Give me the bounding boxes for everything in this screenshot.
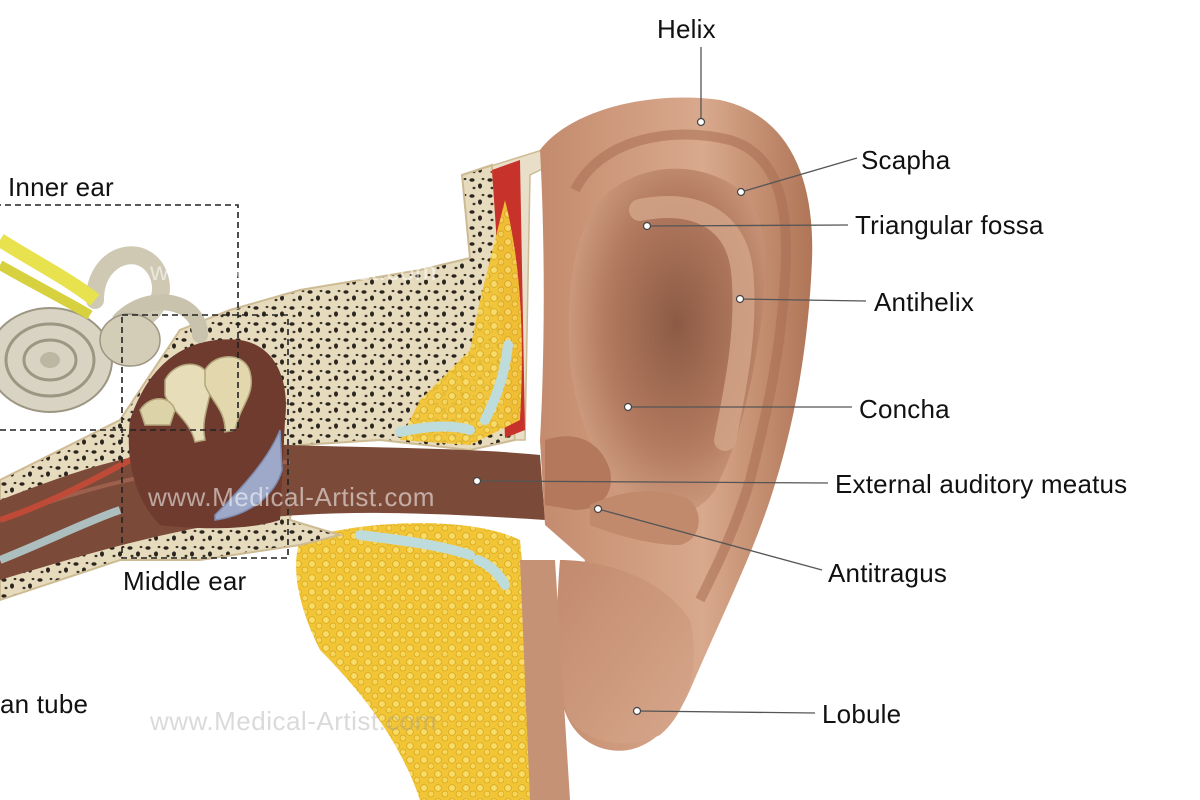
lobule-shape xyxy=(557,560,694,744)
watermark-top: www.Medical-Artist.com xyxy=(150,256,437,286)
leader-dot-helix xyxy=(696,117,706,127)
label-triangular-fossa: Triangular fossa xyxy=(855,210,1044,240)
leader-scapha xyxy=(740,157,858,193)
eardrum xyxy=(214,429,283,521)
leader-antihelix xyxy=(739,298,867,302)
upper-fat-tissue xyxy=(400,200,522,445)
leader-lines xyxy=(476,47,867,714)
leader-dot-external-auditory-meatus xyxy=(472,476,482,486)
label-scapha: Scapha xyxy=(861,145,951,175)
label-concha: Concha xyxy=(859,394,950,424)
watermark-bottom: www.Medical-Artist.com xyxy=(150,706,437,736)
cartilage-strip-1 xyxy=(395,421,475,437)
lower-fat-tissue xyxy=(296,523,545,800)
watermark-middle: www.Medical-Artist.com xyxy=(148,482,435,512)
inner-ear-box xyxy=(0,204,239,431)
eustachian-tube-lining xyxy=(0,506,122,564)
label-antitragus: Antitragus xyxy=(828,558,948,588)
leader-antitragus xyxy=(597,508,823,571)
leader-lobule xyxy=(636,710,816,714)
label-inner-ear: Inner ear xyxy=(8,172,114,202)
label-middle-ear: Middle ear xyxy=(123,566,247,596)
leader-dot-scapha xyxy=(736,187,746,197)
middle-ear-box xyxy=(121,314,289,559)
antihelix-ridge xyxy=(629,196,755,451)
cochlea xyxy=(0,307,113,413)
label-external-auditory-meatus: External auditory meatus xyxy=(835,469,1128,499)
cartilage-strip-4 xyxy=(473,555,510,590)
leader-dot-concha xyxy=(623,402,633,412)
semicircular-canals xyxy=(86,246,208,367)
cartilage-strip-2 xyxy=(480,340,513,425)
auditory-nerve xyxy=(0,234,100,320)
leader-triangular-fossa xyxy=(646,224,849,227)
label-antihelix: Antihelix xyxy=(874,287,975,317)
stapes xyxy=(139,398,176,426)
leader-dots xyxy=(472,117,746,716)
helix-fold xyxy=(570,129,792,603)
leader-dot-antihelix xyxy=(735,294,745,304)
incus xyxy=(204,356,252,433)
leader-external-auditory-meatus xyxy=(476,480,829,484)
label-eustachian-tube: an tube xyxy=(0,689,89,719)
eustachian-tube xyxy=(0,452,142,523)
malleus xyxy=(164,363,212,443)
leader-dot-triangular-fossa xyxy=(642,221,652,231)
antitragus-bump xyxy=(590,490,699,545)
skin-below xyxy=(520,560,570,800)
tragus xyxy=(545,436,611,510)
leader-dot-antitragus xyxy=(593,504,603,514)
label-helix: Helix xyxy=(657,14,716,44)
label-lobule: Lobule xyxy=(822,699,902,729)
concha-bowl xyxy=(568,168,765,514)
leader-dot-lobule xyxy=(632,706,642,716)
cartilage-strip-3 xyxy=(355,530,475,560)
